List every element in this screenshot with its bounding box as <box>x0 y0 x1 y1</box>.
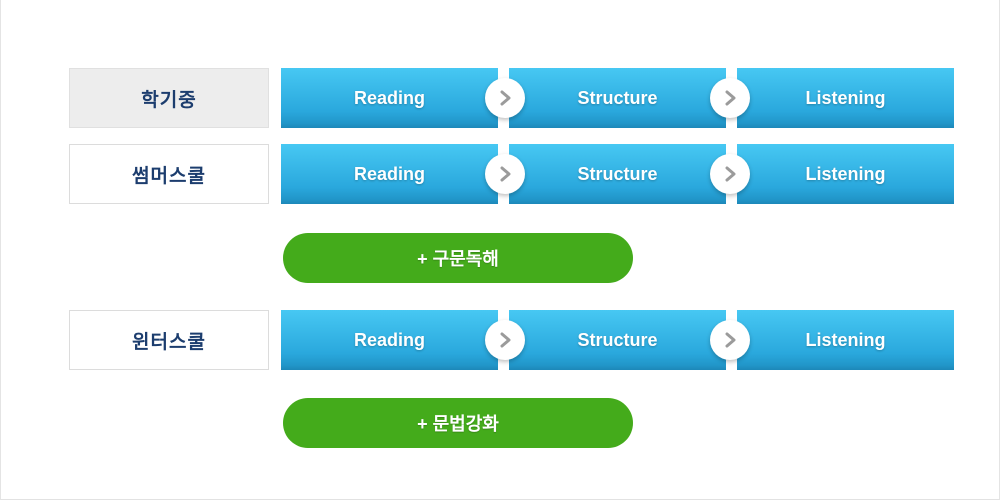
step-reading: Reading <box>281 144 498 204</box>
chevron-right-icon <box>485 320 526 360</box>
flow-bar-summer: Reading Structure Listening <box>281 144 954 204</box>
extra-button-syntax-reading: + 구문독해 <box>283 233 633 283</box>
step-structure: Structure <box>509 68 726 128</box>
step-structure: Structure <box>509 310 726 370</box>
chevron-right-icon <box>485 154 526 194</box>
step-listening: Listening <box>737 310 954 370</box>
chevron-right-icon <box>485 78 526 118</box>
step-reading: Reading <box>281 310 498 370</box>
flow-bar-winter: Reading Structure Listening <box>281 310 954 370</box>
extra-button-grammar: + 문법강화 <box>283 398 633 448</box>
row-label-semester: 학기중 <box>69 68 269 128</box>
flow-bar-semester: Reading Structure Listening <box>281 68 954 128</box>
flow-row-winter: 윈터스쿨 Reading Structure Listening <box>1 310 999 370</box>
step-listening: Listening <box>737 144 954 204</box>
row-label-winter: 윈터스쿨 <box>69 310 269 370</box>
chevron-right-icon <box>709 320 750 360</box>
flow-row-semester: 학기중 Reading Structure Listening <box>1 68 999 128</box>
flow-row-summer: 썸머스쿨 Reading Structure Listening <box>1 144 999 204</box>
chevron-right-icon <box>709 154 750 194</box>
step-reading: Reading <box>281 68 498 128</box>
step-structure: Structure <box>509 144 726 204</box>
step-listening: Listening <box>737 68 954 128</box>
chevron-right-icon <box>709 78 750 118</box>
row-label-summer: 썸머스쿨 <box>69 144 269 204</box>
